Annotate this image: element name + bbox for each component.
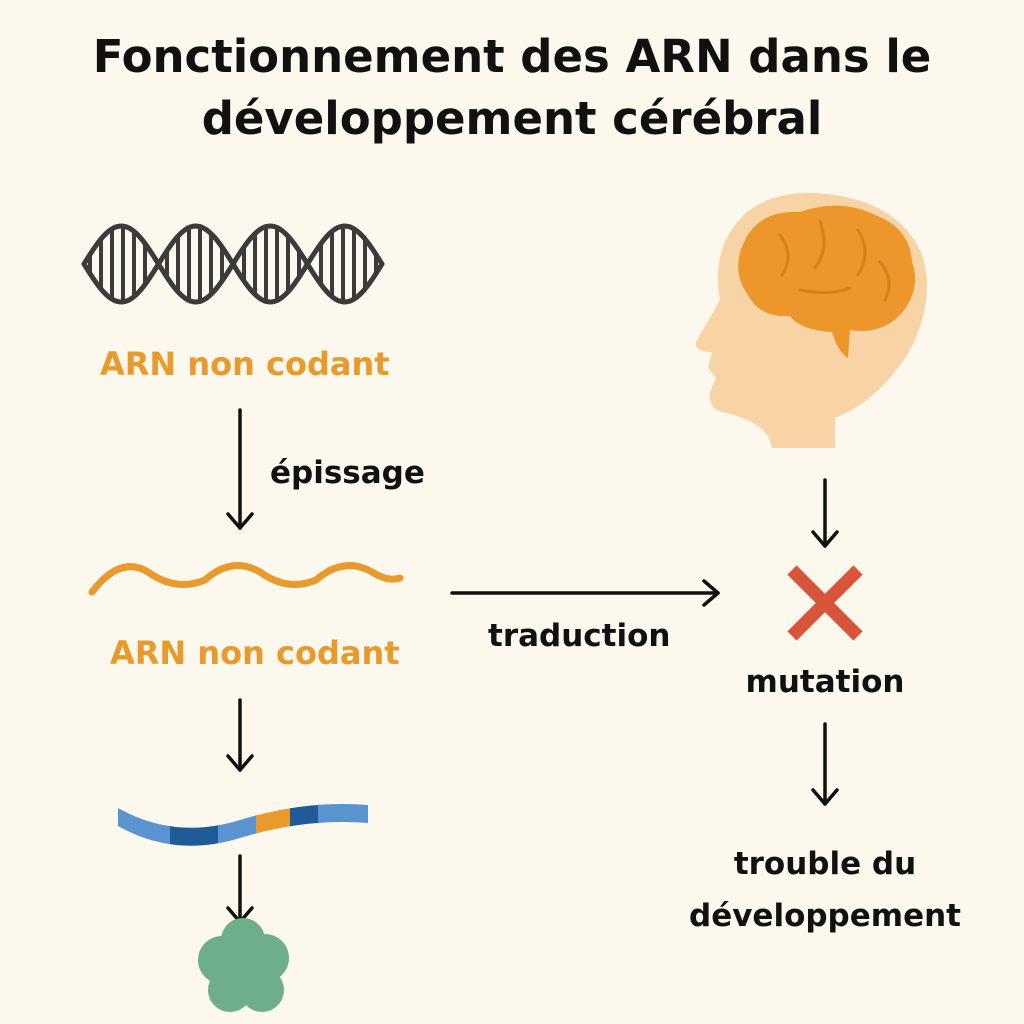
label-rna-middle: ARN non codant [110, 634, 400, 672]
label-translation: traduction [488, 618, 671, 654]
brain-folds [778, 220, 891, 302]
arrow-mutation-to-disorder [811, 722, 839, 806]
label-disorder: trouble du développement [660, 838, 990, 942]
mutation-cross-icon [787, 565, 863, 641]
dna-helix-icon [81, 223, 385, 305]
protein-icon [198, 918, 289, 1012]
label-mutation: mutation [745, 664, 905, 700]
title-line-1: Fonctionnement des ARN dans le [92, 30, 932, 83]
label-rna-top: ARN non codant [100, 345, 390, 383]
label-splicing: épissage [270, 455, 425, 491]
title-line-2: développement cérébral [201, 92, 823, 145]
arrow-mrna-to-protein [226, 854, 254, 924]
wavy-rna-icon [88, 562, 404, 596]
mrna-strand-icon [118, 804, 368, 846]
diagram-title: Fonctionnement des ARN dans le développe… [0, 26, 1024, 150]
label-disorder-line-1: trouble du [733, 846, 917, 882]
head-brain-icon [695, 193, 928, 448]
arrow-splicing [226, 408, 254, 530]
arrow-rna-to-mrna [226, 698, 254, 772]
arrow-translation [450, 579, 720, 607]
label-disorder-line-2: développement [689, 898, 961, 934]
brain-shape [738, 205, 916, 358]
arrow-head-to-mutation [811, 478, 839, 548]
dna-backbone-2 [81, 223, 385, 305]
